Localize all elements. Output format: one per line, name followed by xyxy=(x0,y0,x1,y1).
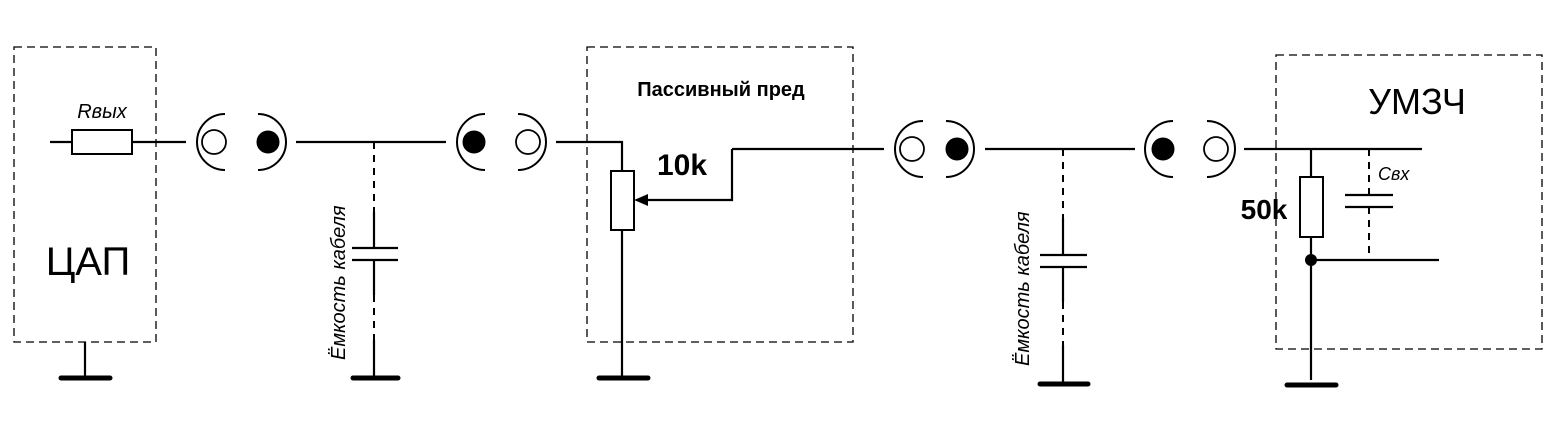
passive-preamp-label: Пассивный пред xyxy=(637,79,805,101)
potentiometer-wiper xyxy=(648,149,734,202)
cable-capacitance-1-label: Ёмкость кабеля xyxy=(328,205,350,360)
rca-shell-3a xyxy=(894,120,924,178)
cable-capacitance-1: Ёмкость кабеля xyxy=(328,142,401,381)
rca-connector-pair-4 xyxy=(1144,120,1236,178)
rca-pin-open xyxy=(201,129,227,155)
rca-shell-2a xyxy=(456,113,486,171)
dac-boundary xyxy=(13,46,157,343)
rca-pin-open xyxy=(1203,136,1229,162)
wiper-arrow-icon xyxy=(634,194,648,206)
passive-preamp-boundary xyxy=(586,46,854,343)
rca-connector-pair-1 xyxy=(196,113,287,171)
rca-shell-1b xyxy=(257,113,287,171)
rca-shell-4a xyxy=(1144,120,1174,178)
potentiometer-value-label: 10k xyxy=(657,149,707,182)
amplifier-boundary xyxy=(1275,54,1543,350)
rca-shell-4b xyxy=(1206,120,1236,178)
resistor-input-body xyxy=(1299,176,1324,238)
rca-pin-open xyxy=(515,129,541,155)
rca-pin-solid xyxy=(1151,137,1175,161)
resistor-rout-body xyxy=(71,129,133,155)
junction-dot xyxy=(1305,254,1317,266)
rca-pin-solid xyxy=(945,137,969,161)
passive-preamp-block: Пассивный пред 10k xyxy=(556,46,884,381)
rca-shell-3b xyxy=(945,120,975,178)
amplifier-label: УМЗЧ xyxy=(1368,81,1466,122)
input-resistor-label: 50k xyxy=(1241,194,1288,225)
rca-connector-pair-2 xyxy=(456,113,547,171)
input-capacitance-label: Свх xyxy=(1378,164,1410,184)
dac-label: ЦАП xyxy=(46,240,131,284)
potentiometer-body xyxy=(610,170,635,231)
output-resistor: Rвых xyxy=(50,101,186,155)
rca-pin-solid xyxy=(462,130,486,154)
rca-connector-pair-3 xyxy=(894,120,975,178)
cable-capacitance-2-label: Ёмкость кабеля xyxy=(1012,211,1034,366)
rout-label: Rвых xyxy=(77,101,128,123)
amplifier-block: УМЗЧ 50k Свх xyxy=(1241,54,1543,388)
rca-pin-open xyxy=(899,136,925,162)
cable-capacitance-2: Ёмкость кабеля xyxy=(1012,149,1091,387)
rca-shell-2b xyxy=(517,113,547,171)
rca-shell-1a xyxy=(196,113,226,171)
rca-pin-solid xyxy=(256,130,280,154)
dac-block: ЦАП xyxy=(13,46,157,381)
